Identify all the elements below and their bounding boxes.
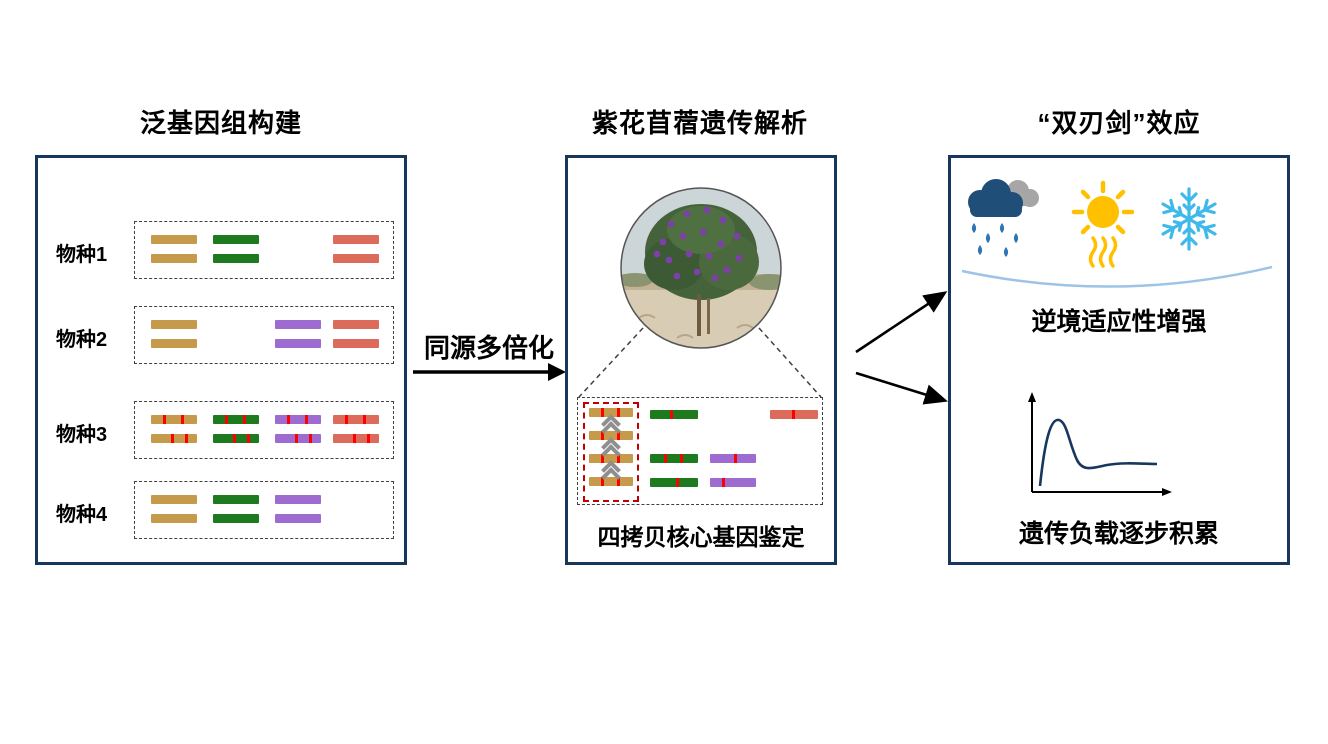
gene-bar bbox=[333, 434, 379, 443]
mutation-tick bbox=[233, 434, 236, 443]
mutation-tick bbox=[601, 477, 604, 486]
mutation-tick bbox=[295, 434, 298, 443]
gene-bar bbox=[213, 434, 259, 443]
mutation-tick bbox=[601, 431, 604, 440]
gene-bar bbox=[151, 415, 197, 424]
gene-bar bbox=[333, 415, 379, 424]
gene-bar bbox=[275, 514, 321, 523]
gene-bar bbox=[151, 235, 197, 244]
mutation-tick bbox=[305, 415, 308, 424]
gene-bar bbox=[275, 339, 321, 348]
core-gene-cluster bbox=[577, 397, 823, 505]
duplication-chevron-icon bbox=[602, 461, 620, 479]
polyploidization-arrow-label: 同源多倍化 bbox=[423, 333, 554, 363]
gene-bar bbox=[213, 415, 259, 424]
mutation-tick bbox=[243, 415, 246, 424]
effects-panel bbox=[948, 155, 1290, 565]
pangenome-title: 泛基因组构建 bbox=[139, 108, 302, 138]
species-gene-box bbox=[134, 481, 394, 539]
pangenome-panel: 物种1 物种2 物种3 物种4 bbox=[35, 155, 407, 565]
four-copy-highlight-box bbox=[583, 402, 639, 502]
mutation-tick bbox=[734, 454, 737, 463]
gene-bar bbox=[275, 495, 321, 504]
mutation-tick bbox=[670, 410, 673, 419]
mutation-tick bbox=[601, 454, 604, 463]
core-gene-caption: 四拷贝核心基因鉴定 bbox=[597, 524, 805, 550]
gene-bar bbox=[151, 514, 197, 523]
duplication-chevron-icon bbox=[602, 415, 620, 433]
species-label: 物种4 bbox=[56, 504, 108, 526]
double-edged-sword-title: “双刃剑”效应 bbox=[1037, 108, 1201, 138]
gene-bar bbox=[333, 254, 379, 263]
mutation-tick bbox=[617, 454, 620, 463]
gene-bar bbox=[213, 495, 259, 504]
gene-bar bbox=[333, 235, 379, 244]
gene-bar bbox=[151, 495, 197, 504]
mutation-tick bbox=[363, 415, 366, 424]
genetic-load-caption: 遗传负载逐步积累 bbox=[1018, 520, 1219, 548]
mutation-tick bbox=[676, 478, 679, 487]
species-label: 物种3 bbox=[56, 424, 108, 446]
mutation-tick bbox=[617, 408, 620, 417]
gene-bar bbox=[213, 254, 259, 263]
mutation-tick bbox=[181, 415, 184, 424]
mutation-tick bbox=[185, 434, 188, 443]
alfalfa-analysis-title: 紫花苜蓿遗传解析 bbox=[591, 108, 808, 138]
species-gene-box bbox=[134, 221, 394, 279]
mutation-tick bbox=[287, 415, 290, 424]
gene-bar bbox=[650, 478, 698, 487]
species-gene-box bbox=[134, 401, 394, 459]
gene-bar bbox=[275, 320, 321, 329]
mutation-tick bbox=[225, 415, 228, 424]
mutation-tick bbox=[792, 410, 795, 419]
mutation-tick bbox=[171, 434, 174, 443]
mutation-tick bbox=[309, 434, 312, 443]
gene-bar bbox=[151, 320, 197, 329]
gene-bar bbox=[650, 454, 698, 463]
gene-bar bbox=[213, 235, 259, 244]
gene-bar bbox=[710, 478, 756, 487]
mutation-tick bbox=[345, 415, 348, 424]
mutation-tick bbox=[367, 434, 370, 443]
gene-bar bbox=[213, 514, 259, 523]
mutation-tick bbox=[680, 454, 683, 463]
mutation-tick bbox=[247, 434, 250, 443]
gene-bar bbox=[151, 434, 197, 443]
core-gene-copy bbox=[589, 408, 633, 417]
species-label: 物种2 bbox=[56, 329, 108, 351]
mutation-tick bbox=[353, 434, 356, 443]
gene-bar bbox=[710, 454, 756, 463]
gene-bar bbox=[151, 254, 197, 263]
species-label: 物种1 bbox=[56, 244, 108, 266]
gene-bar bbox=[770, 410, 818, 419]
species-gene-box bbox=[134, 306, 394, 364]
duplication-chevron-icon bbox=[602, 438, 620, 456]
effect-arrows bbox=[855, 291, 948, 405]
gene-bar bbox=[650, 410, 698, 419]
mutation-tick bbox=[617, 431, 620, 440]
gene-bar bbox=[333, 320, 379, 329]
mutation-tick bbox=[601, 408, 604, 417]
mutation-tick bbox=[617, 477, 620, 486]
gene-bar bbox=[275, 434, 321, 443]
mutation-tick bbox=[664, 454, 667, 463]
gene-bar bbox=[275, 415, 321, 424]
mutation-tick bbox=[722, 478, 725, 487]
adaptation-caption: 逆境适应性增强 bbox=[1031, 308, 1207, 336]
gene-bar bbox=[333, 339, 379, 348]
mutation-tick bbox=[163, 415, 166, 424]
gene-bar bbox=[151, 339, 197, 348]
